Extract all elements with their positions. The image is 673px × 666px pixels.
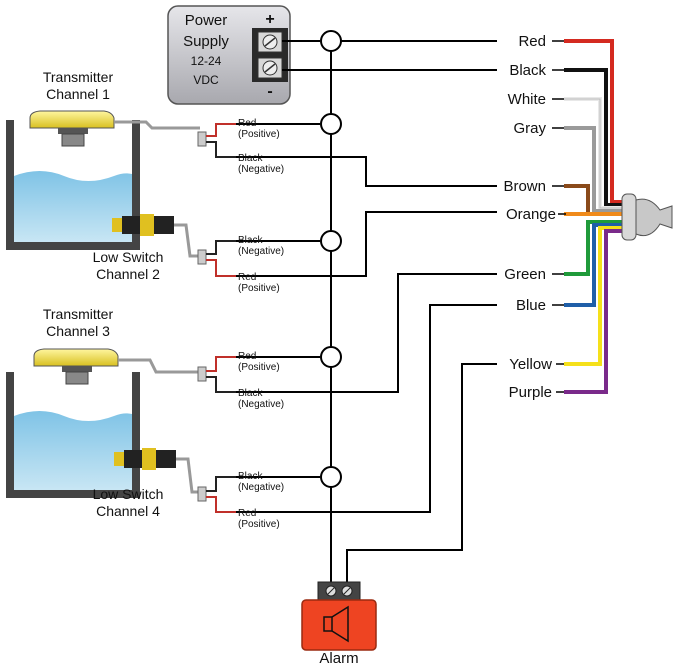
power-supply-label-1: Power bbox=[185, 12, 228, 29]
wire-blue bbox=[564, 223, 626, 307]
sensor-4-name: Low Switch bbox=[93, 486, 164, 502]
label-white: White bbox=[508, 91, 546, 108]
power-supply-label-2: Supply bbox=[183, 33, 229, 50]
transmitter-channel-3 bbox=[33, 348, 200, 385]
label-gray: Gray bbox=[513, 120, 546, 137]
wire-white-edge bbox=[564, 98, 626, 209]
wire-gray bbox=[564, 126, 626, 213]
wire-black bbox=[564, 68, 626, 207]
ch3-bottom-sub: (Negative) bbox=[238, 399, 284, 410]
tank-lower bbox=[6, 372, 140, 498]
wire-yellow bbox=[564, 226, 626, 366]
plus-sign: + bbox=[265, 11, 274, 28]
power-supply-label-3: 12-24 bbox=[191, 54, 222, 68]
ch2-top-wire: Black bbox=[238, 235, 263, 246]
ch3-top-sub: (Positive) bbox=[238, 362, 280, 373]
wire-purple bbox=[564, 229, 626, 394]
ch4-top-sub: (Negative) bbox=[238, 482, 284, 493]
ch1-bottom-sub: (Negative) bbox=[238, 164, 284, 175]
label-yellow: Yellow bbox=[509, 356, 552, 373]
sensor-2-name: Low Switch bbox=[93, 249, 164, 265]
sensor-2-channel: Channel 2 bbox=[96, 266, 160, 282]
ch3-bottom-wire: Black bbox=[238, 388, 263, 399]
ch2-bottom-sub: (Positive) bbox=[238, 283, 280, 294]
ch1-bottom-wire: Black bbox=[238, 153, 263, 164]
sensor-3-name: Transmitter bbox=[43, 306, 114, 322]
ch1-top-wire: Red bbox=[238, 118, 256, 129]
wire-red bbox=[564, 39, 626, 204]
label-green: Green bbox=[504, 266, 546, 283]
connector-splits bbox=[197, 123, 236, 513]
ch4-bottom-wire: Red bbox=[238, 508, 256, 519]
low-switch-channel-4 bbox=[114, 448, 200, 494]
transmitter-channel-1 bbox=[29, 110, 200, 147]
ch4-top-wire: Black bbox=[238, 471, 263, 482]
ch2-top-sub: (Negative) bbox=[238, 246, 284, 257]
circuit-lines bbox=[236, 30, 497, 584]
lead-labels: Red (Positive) Black (Negative) Black (N… bbox=[238, 118, 284, 530]
alarm: Alarm bbox=[301, 581, 377, 666]
label-red: Red bbox=[518, 33, 546, 50]
low-switch-channel-2 bbox=[112, 214, 200, 258]
screw-terminal-icon bbox=[257, 31, 283, 79]
cable-gland-icon bbox=[621, 193, 673, 241]
sensor-1-channel: Channel 1 bbox=[46, 86, 110, 102]
ch2-bottom-wire: Red bbox=[238, 272, 256, 283]
minus-sign: - bbox=[267, 83, 272, 100]
sensor-3-channel: Channel 3 bbox=[46, 323, 110, 339]
speaker-icon bbox=[323, 605, 349, 643]
ch3-top-wire: Red bbox=[238, 351, 256, 362]
ch1-top-sub: (Positive) bbox=[238, 129, 280, 140]
wire-green bbox=[564, 220, 626, 276]
sensor-labels: Transmitter Channel 1 Low Switch Channel… bbox=[43, 69, 164, 519]
sensor-4-channel: Channel 4 bbox=[96, 503, 160, 519]
cable-wires bbox=[564, 39, 626, 394]
label-purple: Purple bbox=[509, 384, 552, 401]
alarm-label: Alarm bbox=[319, 650, 358, 666]
label-orange: Orange bbox=[506, 206, 556, 223]
tank-upper bbox=[6, 120, 140, 250]
label-brown: Brown bbox=[503, 178, 546, 195]
power-supply-label-4: VDC bbox=[193, 73, 219, 87]
ch4-bottom-sub: (Positive) bbox=[238, 519, 280, 530]
power-supply: Power Supply 12-24 VDC + - bbox=[167, 5, 291, 105]
label-black: Black bbox=[509, 62, 546, 79]
wire-labels: Red Black White Gray Brown Orange Green … bbox=[503, 33, 566, 401]
sensor-1-name: Transmitter bbox=[43, 69, 114, 85]
label-blue: Blue bbox=[516, 297, 546, 314]
